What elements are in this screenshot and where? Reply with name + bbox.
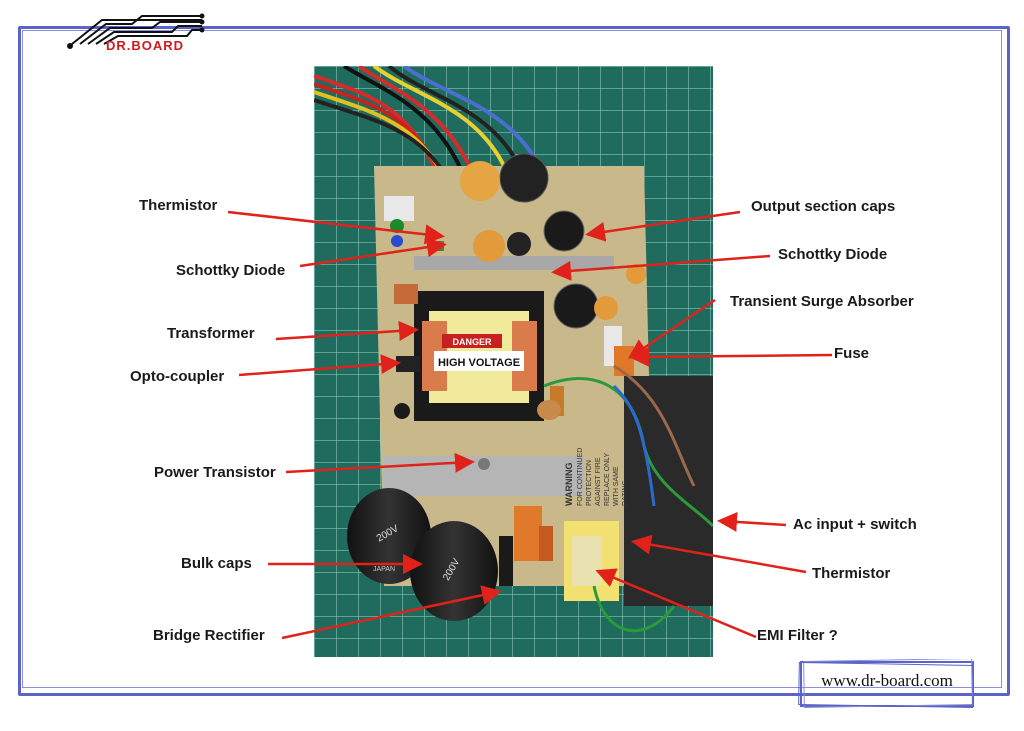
label-thermistor-right: Thermistor (812, 565, 891, 582)
pcb-photo: DANGER HIGH VOLTAGE WARNING FOR CONTINUE… (314, 66, 713, 657)
label-output-section-caps: Output section caps (751, 198, 896, 215)
label-emi-filter: EMI Filter ? (757, 627, 838, 644)
label-thermistor-left: Thermistor (139, 197, 218, 214)
svg-text:FOR CONTINUED: FOR CONTINUED (577, 448, 584, 506)
svg-text:AGAINST FIRE: AGAINST FIRE (595, 457, 602, 506)
svg-text:WITH SAME: WITH SAME (613, 466, 620, 506)
label-transformer: Transformer (167, 325, 255, 342)
page-frame (18, 26, 1010, 696)
website-stamp-frame (798, 659, 974, 709)
label-schottky-diode-right: Schottky Diode (778, 246, 888, 263)
heatsink-top (414, 256, 614, 270)
bridge-rectifier-body (499, 536, 513, 586)
danger-label: DANGER (452, 337, 492, 347)
label-fuse: Fuse (834, 345, 870, 362)
page-frame-inner (22, 30, 1002, 688)
output-caps (460, 153, 646, 329)
logo-text: DR.BOARD (106, 38, 184, 53)
svg-text:PROTECTION: PROTECTION (586, 460, 593, 506)
svg-text:RATING: RATING (622, 480, 629, 506)
label-bridge-rectifier: Bridge Rectifier (153, 627, 265, 644)
svg-text:JAPAN: JAPAN (373, 566, 395, 573)
pcb-warning-text: WARNING FOR CONTINUED PROTECTION AGAINST… (564, 448, 629, 506)
dr-board-logo: DR.BOARD (67, 13, 205, 53)
label-schottky-diode-left: Schottky Diode (176, 262, 286, 279)
label-opto-coupler: Opto-coupler (130, 368, 225, 385)
output-wires (314, 66, 546, 182)
opto-coupler-chip (396, 356, 420, 372)
high-voltage-label: HIGH VOLTAGE (438, 357, 520, 369)
label-transient-surge-absorber: Transient Surge Absorber (730, 293, 914, 310)
transformer: DANGER HIGH VOLTAGE (414, 291, 544, 421)
ac-switch-housing (624, 376, 713, 606)
label-power-transistor: Power Transistor (154, 464, 276, 481)
label-ac-input-switch: Ac input + switch (793, 516, 917, 533)
svg-text:REPLACE ONLY: REPLACE ONLY (604, 453, 611, 506)
output-connector (384, 196, 414, 221)
svg-text:WARNING: WARNING (564, 463, 574, 507)
website-url[interactable]: www.dr-board.com (821, 671, 953, 690)
label-bulk-caps: Bulk caps (181, 555, 252, 572)
